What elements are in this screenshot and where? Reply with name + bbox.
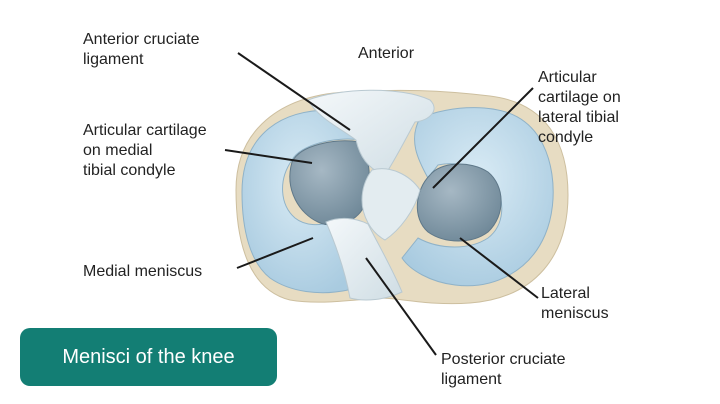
- leader-medial-meniscus: [236, 237, 314, 269]
- lateral-articular-cartilage: [416, 163, 502, 242]
- label-articular-cartilage-medial: Articular cartilage on medial tibial con…: [83, 122, 207, 179]
- intercondylar-ligaments: [361, 168, 421, 241]
- leader-articular-medial: [224, 149, 313, 164]
- caption-badge: Menisci of the knee: [20, 328, 277, 386]
- leader-lateral-meniscus: [459, 237, 539, 299]
- caption-text: Menisci of the knee: [62, 345, 235, 368]
- label-lateral-meniscus: Lateral meniscus: [541, 285, 609, 322]
- label-anterior: Anterior: [358, 45, 415, 62]
- leader-articular-lateral: [432, 87, 534, 189]
- leader-anterior-cruciate: [237, 52, 351, 131]
- posterior-cruciate-ligament: [325, 217, 403, 301]
- label-anterior-cruciate-ligament: Anterior cruciate ligament: [83, 31, 200, 68]
- leader-lines: [224, 52, 539, 356]
- label-posterior-cruciate-ligament: Posterior cruciate ligament: [441, 351, 566, 388]
- label-medial-meniscus: Medial meniscus: [83, 263, 203, 280]
- leader-posterior-cruciate: [365, 257, 437, 356]
- label-articular-cartilage-lateral: Articular cartilage on lateral tibial co…: [538, 69, 621, 146]
- anterior-cruciate-ligament: [307, 89, 435, 176]
